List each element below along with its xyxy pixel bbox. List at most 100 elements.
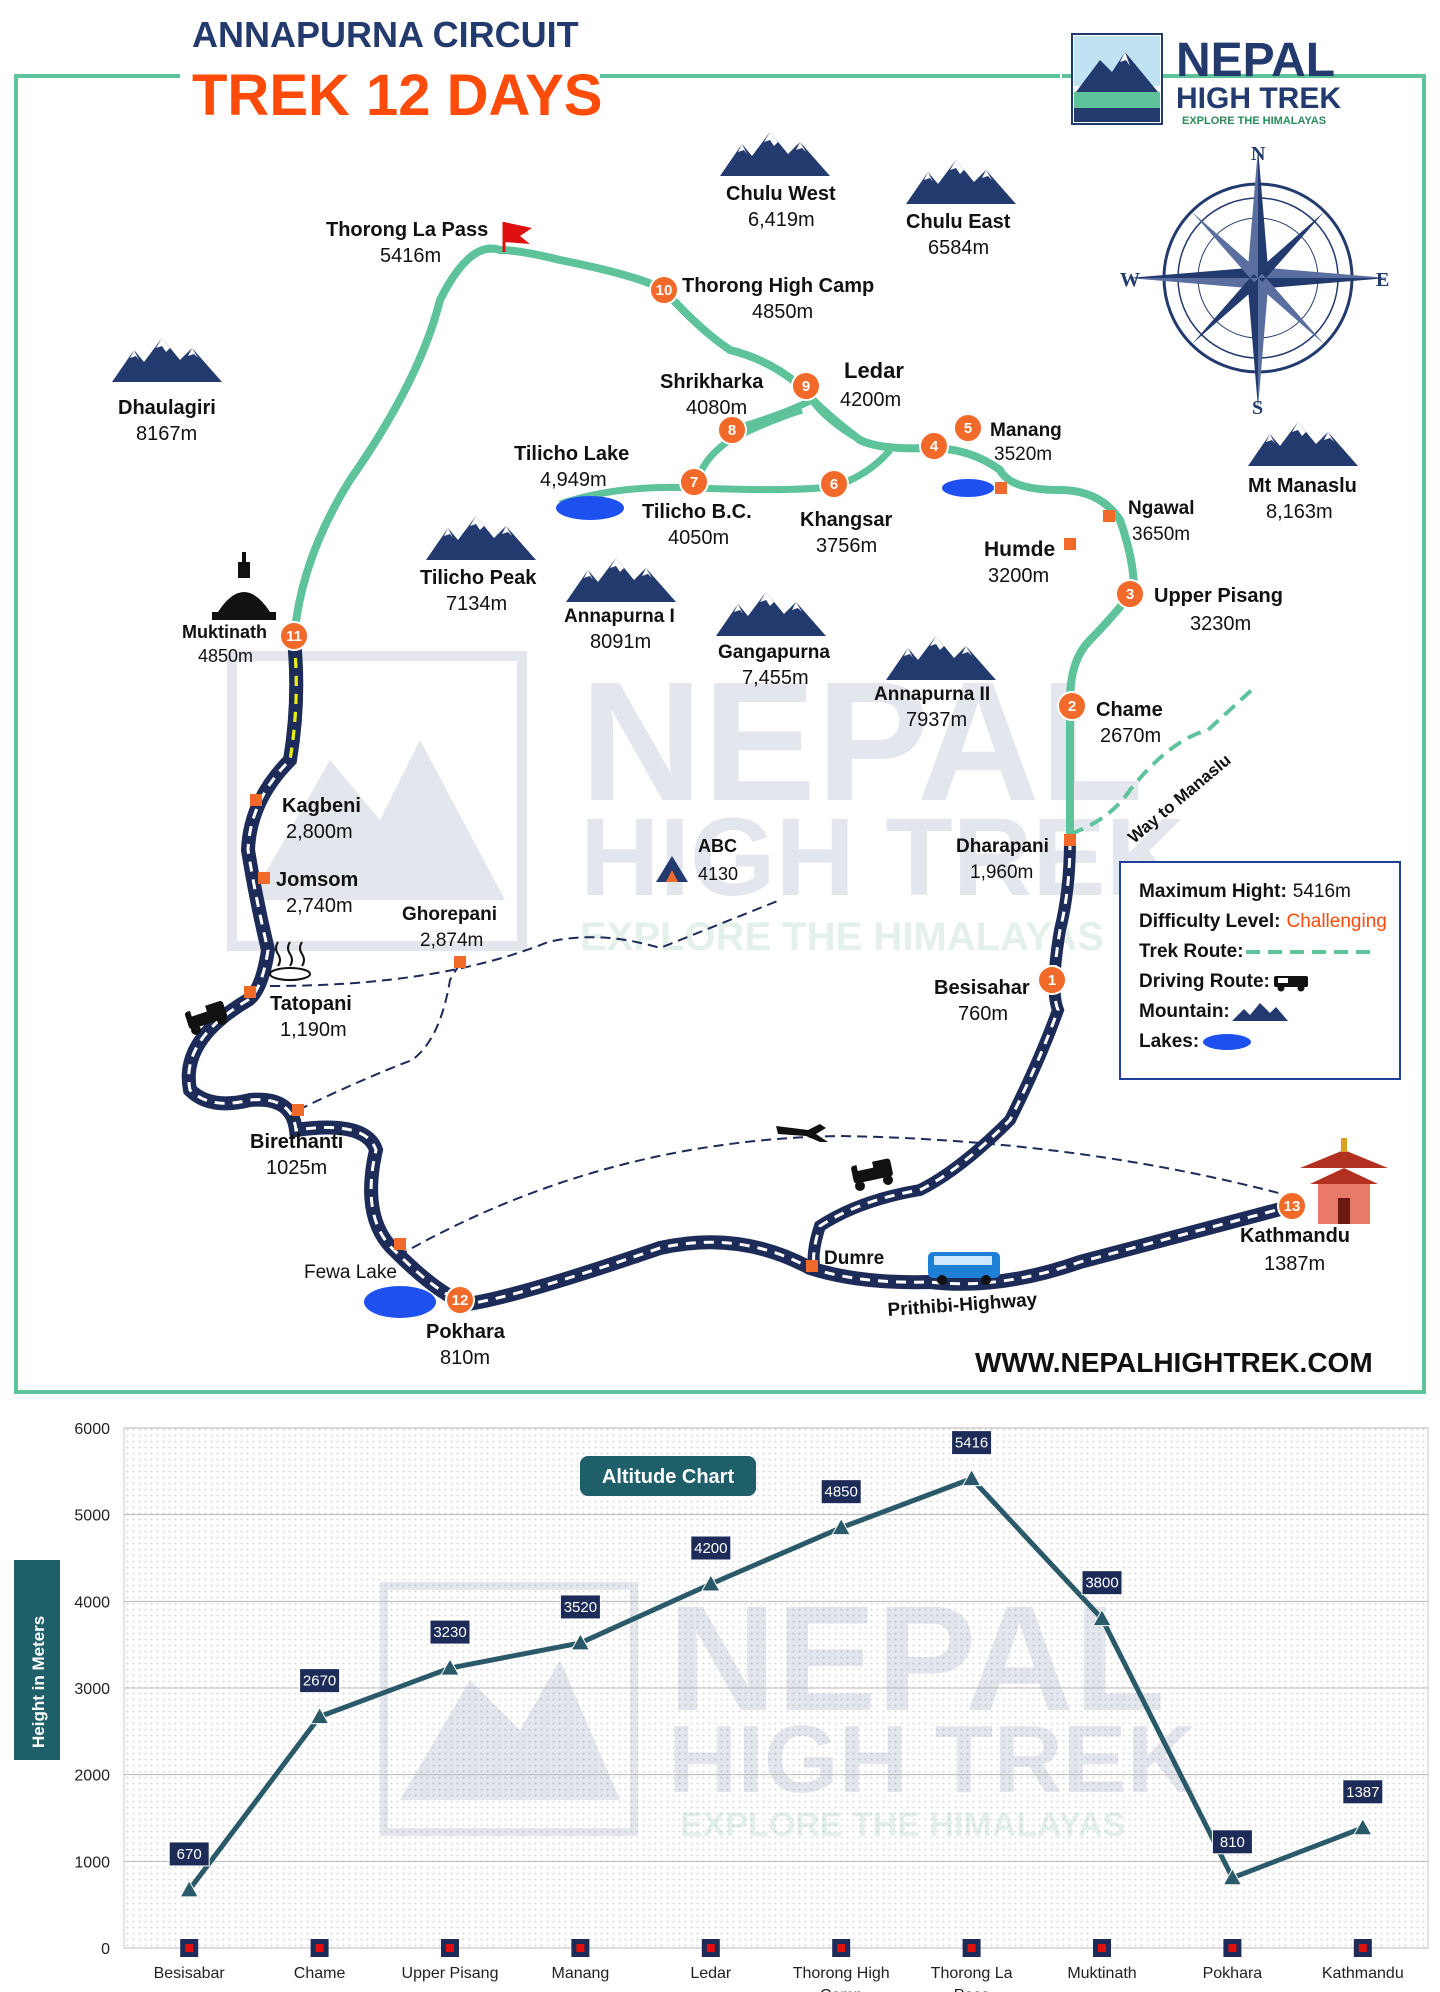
- data-label: 3800: [1085, 1575, 1118, 1592]
- compass-south: S: [1252, 397, 1263, 419]
- data-label-box: [299, 1668, 341, 1694]
- mountain-label: Dhaulagiri: [118, 397, 216, 419]
- legend-label: Maximum Hight:: [1139, 881, 1287, 902]
- mountain-label: Chulu West: [726, 183, 836, 205]
- x-axis-marker-dot: [1098, 1944, 1106, 1952]
- x-tick-label: Besisabar: [154, 1965, 226, 1982]
- stop-number: 10: [656, 282, 673, 299]
- data-point: [961, 1468, 982, 1487]
- stop-number: 9: [802, 378, 810, 395]
- mountain-label: Tilicho Peak: [420, 567, 537, 589]
- altitude-chart: Height in Meters Altitude Chart NEPAL HI…: [0, 1412, 1440, 1992]
- mountain-height: 6584m: [928, 237, 989, 259]
- mountain-label: Annapurna II: [874, 684, 990, 705]
- mountain-height: 7,455m: [742, 667, 809, 689]
- ylabel-box: [14, 1560, 60, 1760]
- place-label: Kagbeni: [282, 795, 361, 817]
- stop-label: Upper Pisang: [1154, 585, 1283, 607]
- y-tick-label: 5000: [74, 1508, 110, 1525]
- place-altitude: 2,800m: [286, 821, 353, 843]
- data-label-box: [951, 1430, 993, 1456]
- stop-number: 7: [690, 474, 698, 491]
- place-label: Thorong La Pass: [326, 219, 488, 241]
- place-markers: [244, 482, 1115, 1272]
- data-label-box: [168, 1841, 210, 1867]
- stop-number: 5: [964, 420, 972, 437]
- x-axis-marker-dot: [315, 1944, 324, 1952]
- data-label: 810: [1220, 1834, 1245, 1851]
- data-point: [570, 1632, 591, 1651]
- mountain-height: 8,163m: [1266, 501, 1333, 523]
- data-point: [831, 1517, 852, 1536]
- data-label-box: [1342, 1779, 1384, 1805]
- base-camp-tent-icon: [656, 856, 688, 882]
- place-altitude: 3650m: [1132, 524, 1190, 545]
- stop-number: 4: [930, 438, 939, 455]
- data-label-box: [429, 1619, 471, 1645]
- place-altitude: 1,190m: [280, 1019, 347, 1041]
- jeep-icon: [184, 1001, 228, 1035]
- legend-label: Difficulty Level:: [1139, 911, 1281, 932]
- compass-rose-icon: N S E W: [1120, 143, 1389, 419]
- stop-label: Pokhara: [426, 1321, 506, 1343]
- stop-altitude: 1387m: [1264, 1253, 1325, 1275]
- mountain-icon: [112, 338, 222, 382]
- place-label: Ngawal: [1128, 498, 1195, 519]
- stop-number: 8: [728, 422, 736, 439]
- mountain-icon: [1248, 422, 1358, 466]
- place-altitude: 4130: [698, 864, 738, 884]
- x-axis-marker-dot: [1228, 1944, 1237, 1952]
- y-tick-label: 6000: [74, 1421, 110, 1438]
- x-tick-label: Pass: [954, 1987, 990, 1992]
- stop-altitude: 760m: [958, 1003, 1008, 1025]
- data-label: 3520: [564, 1599, 597, 1616]
- logo-name-line1: NEPAL: [1176, 34, 1335, 87]
- data-point: [1222, 1867, 1243, 1886]
- stop-altitude: 3756m: [816, 535, 877, 557]
- svg-text:HIGH TREK: HIGH TREK: [580, 796, 1185, 919]
- legend-lakes: Lakes:: [1139, 1027, 1381, 1057]
- x-tick-label: Thorong La: [931, 1965, 1013, 1982]
- stop-altitude: 4850m: [198, 646, 253, 666]
- map-legend: Maximum Hight:5416m Difficulty Level:Cha…: [1119, 861, 1401, 1080]
- mountain-icon: [566, 558, 676, 602]
- place-altitude: 2,740m: [286, 895, 353, 917]
- jeep-icon: [851, 1158, 893, 1191]
- stop-label: Chame: [1096, 699, 1163, 721]
- place-label: Dumre: [824, 1248, 884, 1269]
- bus-icon: [928, 1252, 1000, 1285]
- data-point: [309, 1706, 330, 1725]
- stop-number: 11: [286, 628, 302, 645]
- place-label: Jomsom: [276, 869, 358, 891]
- legend-mountain: Mountain:: [1139, 997, 1381, 1027]
- stop-label: Thorong High Camp: [682, 275, 874, 297]
- stop-altitude: 810m: [440, 1347, 490, 1369]
- mountain-label: Gangapurna: [718, 642, 830, 663]
- y-tick-label: 3000: [74, 1681, 110, 1698]
- data-label-box: [690, 1535, 732, 1561]
- stop-altitude: 4850m: [752, 301, 813, 323]
- svg-text:EXPLORE THE HIMALAYAS: EXPLORE THE HIMALAYAS: [680, 1806, 1125, 1844]
- x-tick-label: Upper Pisang: [402, 1965, 499, 1982]
- stop-altitude: 2670m: [1100, 725, 1161, 747]
- place-label: Ghorepani: [402, 904, 497, 925]
- data-label-box: [1211, 1829, 1253, 1855]
- side-routes: [269, 899, 1291, 1257]
- place-label: ABC: [698, 836, 737, 856]
- mountain-icon: [716, 592, 826, 636]
- compass-east: E: [1376, 269, 1389, 291]
- x-axis-marker-dot: [576, 1944, 585, 1952]
- mountain-height: 7134m: [446, 593, 507, 615]
- lake-icon: [1203, 1034, 1252, 1050]
- website-url: WWW.NEPALHIGHTREK.COM: [975, 1347, 1373, 1378]
- stop-markers: [279, 275, 1307, 1315]
- place-label: Fewa Lake: [304, 1262, 397, 1283]
- mountain-height: 8167m: [136, 423, 197, 445]
- stop-number: 13: [1284, 1198, 1301, 1215]
- legend-max-height: Maximum Hight:5416m: [1139, 877, 1381, 907]
- chart-watermark: NEPAL HIGH TREK EXPLORE THE HIMALAYAS: [380, 1574, 1196, 1844]
- trek-route-swatch-icon: [1245, 950, 1372, 954]
- mountain-height: 8091m: [590, 631, 651, 653]
- data-label: 670: [177, 1846, 202, 1863]
